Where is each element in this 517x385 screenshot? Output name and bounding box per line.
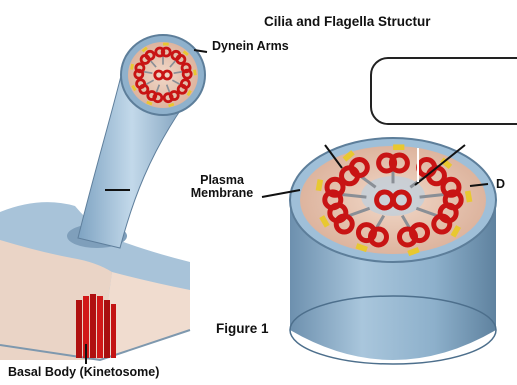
small-ring-dynein-arm [163,43,169,46]
label-plasma-membrane: Plasma Membrane [172,174,272,200]
axoneme-cross-section [290,138,496,364]
label-dynein-arms: Dynein Arms [212,40,302,53]
blank-callout-box [370,57,517,125]
diagram-title: Cilia and Flagella Structur [264,15,431,29]
label-basal-body: Basal Body (Kinetosome) [8,366,159,379]
label-cut-off: D [496,178,505,191]
flagellum-cross-section [121,35,205,115]
basal-body-rods [76,294,116,358]
figure-label: Figure 1 [216,322,269,336]
big-ring-dynein-arm [393,144,404,150]
